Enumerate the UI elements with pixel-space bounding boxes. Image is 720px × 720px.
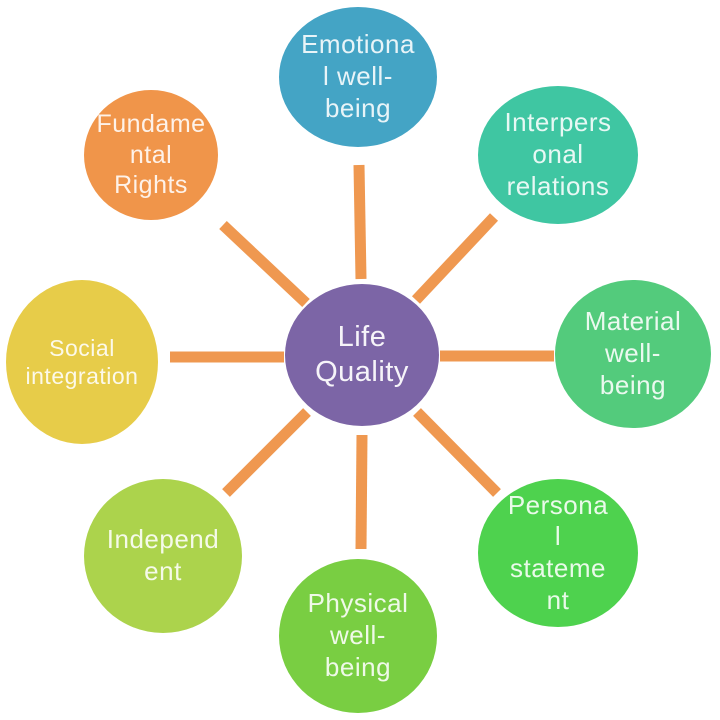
node-label: Interpers onal relations: [504, 107, 612, 201]
node-label: Physical well- being: [307, 588, 409, 682]
connector-line-top: [353, 164, 367, 280]
node-personal-statement: Persona l stateme nt: [478, 479, 638, 627]
node-social-integration: Social integration: [6, 280, 158, 444]
connector-line-bottom: [355, 434, 368, 550]
node-emotional-well-being: Emotiona l well- being: [279, 7, 437, 147]
connector-line-top-right: [411, 213, 499, 304]
node-label: Social integration: [25, 334, 139, 389]
connector-line-top-left: [219, 220, 310, 308]
node-material-well-being: Material well- being: [555, 280, 711, 428]
node-label: Independ ent: [106, 524, 220, 586]
node-label: Fundame ntal Rights: [96, 110, 206, 200]
node-label: Emotiona l well- being: [301, 29, 415, 123]
node-label: Material well- being: [584, 306, 682, 400]
node-interpersonal-relations: Interpers onal relations: [478, 86, 638, 224]
node-label: Life Quality: [315, 320, 409, 388]
connector-line-bottom-right: [413, 408, 501, 497]
connector-line-bottom-left: [222, 408, 311, 497]
node-independent: Independ ent: [84, 479, 242, 633]
node-physical-well-being: Physical well- being: [279, 559, 437, 713]
node-label: Persona l stateme nt: [507, 489, 609, 615]
node-life-quality: Life Quality: [285, 284, 439, 426]
node-fundamental-rights: Fundame ntal Rights: [84, 90, 218, 220]
